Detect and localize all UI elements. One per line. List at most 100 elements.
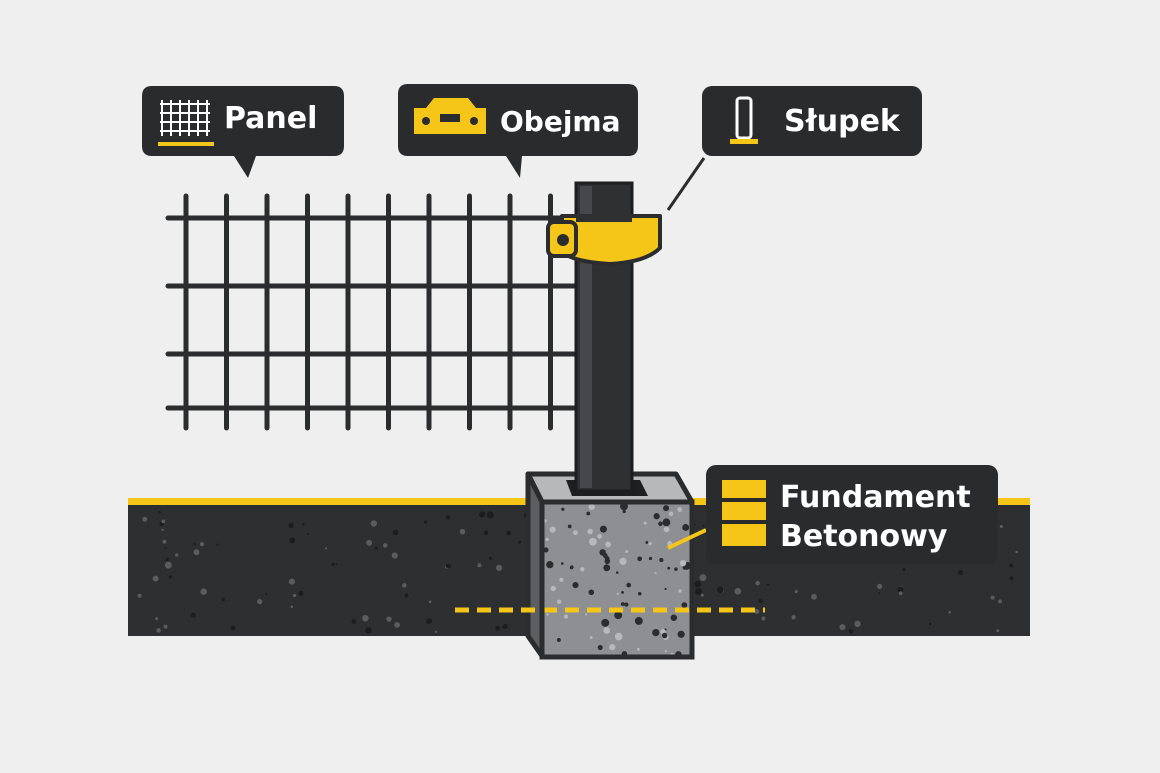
concrete-speckle — [661, 632, 668, 639]
concrete-speckle — [654, 572, 657, 575]
concrete-speckle — [550, 585, 556, 592]
concrete-speckle — [626, 582, 632, 588]
ground-speckle — [434, 630, 438, 633]
post-icon — [730, 96, 758, 144]
ground-speckle — [394, 622, 401, 628]
concrete-speckle — [588, 589, 595, 596]
concrete-speckle — [614, 611, 623, 620]
ground-speckle — [351, 619, 357, 624]
ground-speckle — [479, 511, 486, 518]
ground-speckle — [898, 591, 903, 596]
ground-speckle — [365, 627, 372, 634]
ground-speckle — [1009, 563, 1014, 568]
callout-post: Słupek — [702, 86, 922, 156]
concrete-speckle — [545, 537, 549, 542]
concrete-speckle — [674, 567, 678, 571]
concrete-speckle — [659, 557, 664, 563]
concrete-speckle — [586, 511, 591, 516]
concrete-speckle — [572, 581, 579, 589]
concrete-speckle — [546, 613, 549, 616]
concrete-speckle — [663, 526, 670, 533]
ground-speckle — [164, 561, 172, 569]
ground-speckle — [495, 625, 501, 631]
concrete-speckle — [681, 602, 688, 608]
concrete-speckle — [561, 507, 565, 511]
ground-speckle — [1009, 576, 1014, 581]
ground-speckle — [158, 510, 161, 514]
ground-speckle — [489, 556, 493, 560]
concrete-speckle — [601, 618, 610, 627]
ground-speckle — [996, 629, 1000, 633]
concrete-speckle — [658, 521, 663, 527]
post-clamp — [546, 214, 662, 266]
ground-speckle — [386, 616, 392, 622]
ground-speckle — [734, 587, 742, 595]
concrete-speckle — [645, 540, 649, 544]
ground-speckle — [265, 592, 268, 596]
concrete-speckle — [560, 562, 564, 565]
ground-speckle — [518, 540, 522, 544]
ground-speckle — [791, 614, 796, 620]
concrete-speckle — [563, 614, 569, 619]
concrete-speckle — [599, 549, 606, 556]
concrete-speckle — [573, 530, 578, 536]
concrete-speckle — [619, 557, 627, 565]
ground-speckle — [948, 610, 952, 614]
ground-speckle — [374, 546, 378, 550]
concrete-speckle — [634, 616, 643, 625]
panel-icon-underline — [158, 142, 214, 146]
concrete-speckle — [667, 566, 671, 570]
ground-speckle — [230, 625, 236, 631]
concrete-speckle — [580, 567, 585, 572]
ground-speckle — [298, 590, 304, 596]
concrete-speckle — [663, 505, 670, 512]
concrete-speckle — [589, 636, 593, 640]
ground-speckle — [506, 530, 512, 536]
ground-speckle — [257, 598, 263, 605]
concrete-speckle — [556, 638, 561, 642]
ground-speckle — [794, 589, 798, 594]
ground-speckle — [199, 542, 205, 547]
ground-speckle — [362, 614, 369, 622]
leader-lines — [666, 157, 707, 550]
ground-speckle — [383, 543, 388, 548]
ground-speckle — [302, 523, 305, 526]
concrete-speckle — [604, 556, 610, 562]
concrete-speckle — [686, 561, 690, 566]
ground-speckle — [161, 528, 164, 532]
ground-speckle — [694, 580, 702, 588]
clamp-icon — [414, 98, 486, 134]
ground-speckle — [495, 564, 503, 571]
ground-speckle — [366, 539, 373, 546]
concrete-speckle — [675, 651, 682, 655]
concrete-speckle — [567, 524, 572, 529]
callout-label-clamp: Obejma — [500, 105, 621, 138]
concrete-speckle — [648, 541, 652, 546]
ground-speckle — [902, 568, 906, 572]
concrete-texture — [543, 502, 690, 655]
ground-speckle — [401, 583, 407, 588]
ground-speckle — [445, 515, 451, 520]
ground-speckle — [957, 570, 963, 576]
concrete-speckle — [677, 630, 685, 638]
concrete-speckle — [682, 524, 690, 531]
concrete-speckle — [603, 564, 611, 572]
ground-speckle — [486, 511, 494, 519]
ground-speckle — [839, 624, 846, 631]
ground-speckle — [292, 593, 297, 598]
ground-speckle — [288, 578, 296, 585]
ground-speckle — [288, 522, 294, 529]
ground-speckle — [477, 563, 482, 568]
ground-speckle — [878, 592, 881, 595]
concrete-speckle — [546, 561, 554, 569]
concrete-speckle — [670, 614, 678, 621]
concrete-speckle — [677, 507, 683, 512]
ground-speckle — [289, 537, 296, 544]
concrete-speckle — [556, 599, 562, 605]
ground-speckle — [335, 563, 338, 566]
ground-speckle — [200, 588, 207, 595]
callout-panel: Panel — [142, 86, 344, 178]
ground-speckle — [168, 575, 172, 579]
concrete-speckle — [599, 525, 607, 533]
